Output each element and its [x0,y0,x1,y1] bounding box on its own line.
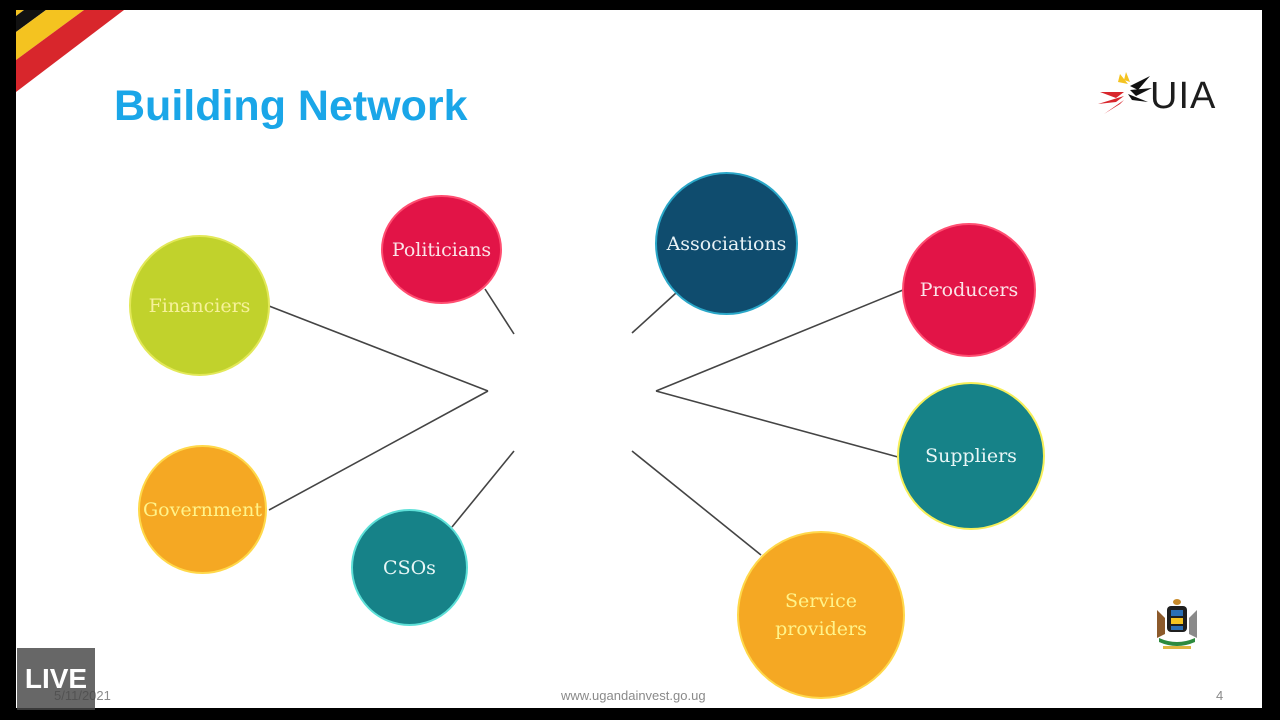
live-badge: LIVE [17,648,95,710]
uia-logo [1094,68,1208,130]
node-label-csos: CSOs [383,556,436,579]
node-service-providers: Service providers [737,531,905,699]
uganda-coat-of-arms-icon [1157,599,1197,649]
uia-logo-text: UIA [1150,75,1217,117]
connector-service-providers [631,450,762,556]
footer-url: www.ugandainvest.go.ug [561,688,706,703]
node-financiers: Financiers [129,235,270,376]
node-label-suppliers: Suppliers [925,445,1017,467]
network-connectors [268,288,904,556]
node-label-producers: Producers [919,279,1019,301]
connector-associations [631,292,677,334]
connector-producers [655,289,904,392]
node-label-service-providers: Service providers [775,590,867,640]
page-number: 4 [1216,688,1224,703]
node-label-financiers: Financiers [148,294,251,317]
connector-suppliers [655,390,899,458]
node-government: Government [138,445,267,574]
node-label-associations: Associations [666,232,787,255]
connector-politicians [484,288,515,335]
node-producers: Producers [902,223,1036,357]
presentation-slide: Building Network UIA Financiers Politici… [16,10,1262,708]
node-associations: Associations [655,172,798,315]
node-suppliers: Suppliers [897,382,1045,530]
node-csos: CSOs [351,509,468,626]
node-label-government: Government [142,498,263,521]
slide-title: Building Network [114,82,468,130]
uganda-flag-stripes [16,10,124,92]
live-label: LIVE [24,663,88,694]
connector-csos [451,450,515,528]
connector-government [268,390,489,511]
connector-financiers [268,305,489,392]
node-politicians: Politicians [381,195,502,304]
node-label-politicians: Politicians [391,238,492,261]
